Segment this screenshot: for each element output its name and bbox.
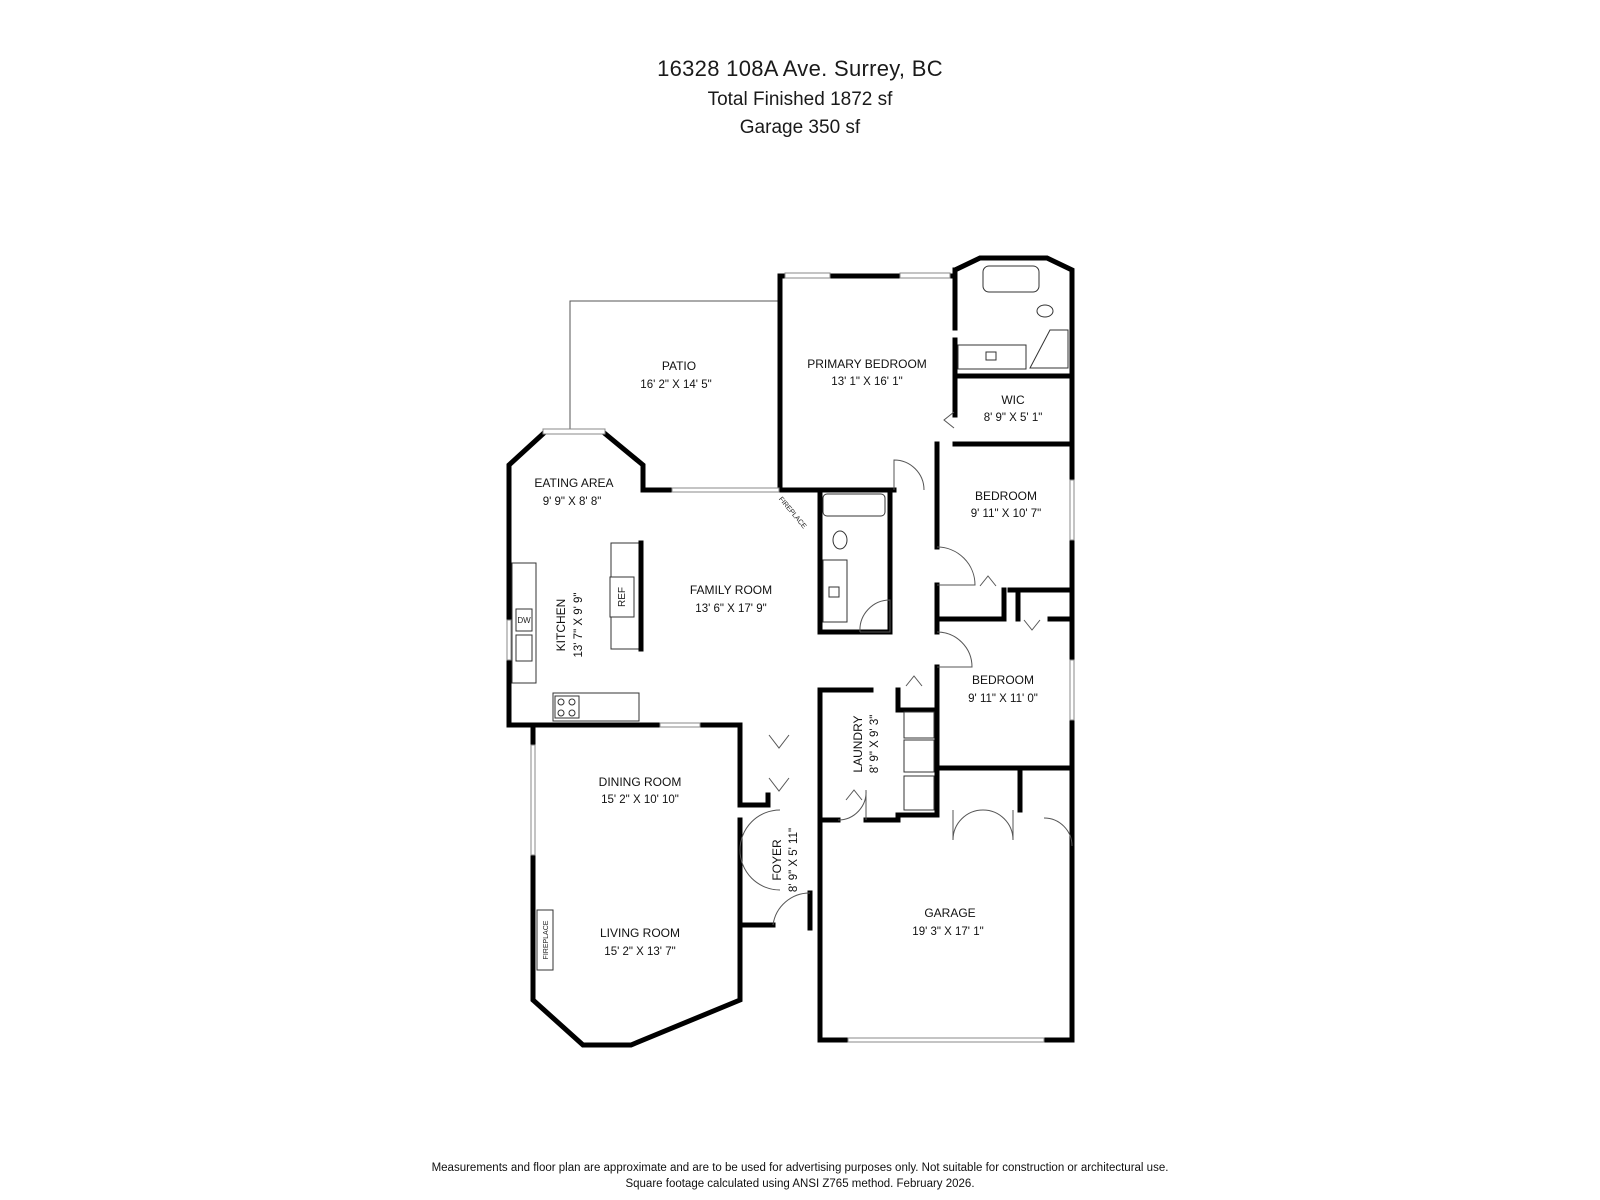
wic-name: WIC [1001,393,1025,407]
family-fireplace-label: FIREPLACE [777,496,808,531]
doors [739,411,1073,926]
ref-label: REF [617,587,628,607]
living-room-dims: 15' 2" X 13' 7" [604,946,675,958]
laundry-dims: 8' 9" X 9' 3" [869,715,881,774]
dining-room-dims: 15' 2" X 10' 10" [601,794,679,806]
primary-bathtub [982,265,1040,293]
wic-dims: 8' 9" X 5' 1" [984,412,1043,424]
eating-area-dims: 9' 9" X 8' 8" [543,496,602,508]
patio-dims: 16' 2" X 14' 5" [640,379,711,391]
room-labels: PATIO 16' 2" X 14' 5" PRIMARY BEDROOM 13… [534,357,1042,958]
patio-name: PATIO [662,359,696,373]
laundry-sink [903,711,935,739]
family-room-name: FAMILY ROOM [690,583,772,597]
disclaimer-line-1: Measurements and floor plan are approxim… [431,1162,1169,1174]
garage-name: GARAGE [924,906,975,920]
bath-fixtures [822,265,1069,811]
washer [903,739,935,773]
total-finished-area: Total Finished 1872 sf [707,89,893,110]
primary-bedroom-dims: 13' 1" X 16' 1" [831,376,902,388]
living-room-name: LIVING ROOM [600,926,680,940]
primary-shower [1029,329,1069,369]
kitchen-dims: 13' 7" X 9' 9" [573,593,585,658]
laundry-name: LAUNDRY [851,715,865,772]
foyer-dims: 8' 9" X 5' 11" [788,828,800,892]
hall-bathtub [822,493,886,517]
bedroom-1-dims: 9' 11" X 10' 7" [971,508,1042,520]
dryer [903,775,935,811]
disclaimer-line-2: Square footage calculated using ANSI Z76… [625,1178,975,1190]
refrigerator [609,576,635,618]
walls [506,255,1075,1048]
bedroom-2-name: BEDROOM [972,673,1034,687]
bedroom-2-dims: 9' 11" X 11' 0" [968,693,1038,705]
family-room-dims: 13' 6" X 17' 9" [695,603,766,615]
kitchen-name: KITCHEN [554,599,568,652]
primary-toilet [1036,304,1054,318]
dw-label: DW [517,616,531,625]
kitchen-fixtures: REF DW [511,540,644,722]
plan-address-title: 16328 108A Ave. Surrey, BC [657,56,943,81]
garage-dims: 19' 3" X 17' 1" [912,926,983,938]
living-fireplace [536,909,554,971]
living-fireplace-label: FIREPLACE [543,920,550,959]
hall-toilet [832,530,848,550]
patio-outline [569,300,779,430]
bedroom-1-name: BEDROOM [975,489,1037,503]
eating-area-name: EATING AREA [534,476,613,490]
foyer-name: FOYER [770,839,784,881]
windows [506,272,1075,1043]
dishwasher [515,608,533,632]
primary-bedroom-name: PRIMARY BEDROOM [807,357,927,371]
fireplaces: FIREPLACE FIREPLACE [536,496,808,971]
kitchen-sink [515,634,533,662]
garage-area: Garage 350 sf [739,117,861,138]
dining-room-name: DINING ROOM [599,775,682,789]
